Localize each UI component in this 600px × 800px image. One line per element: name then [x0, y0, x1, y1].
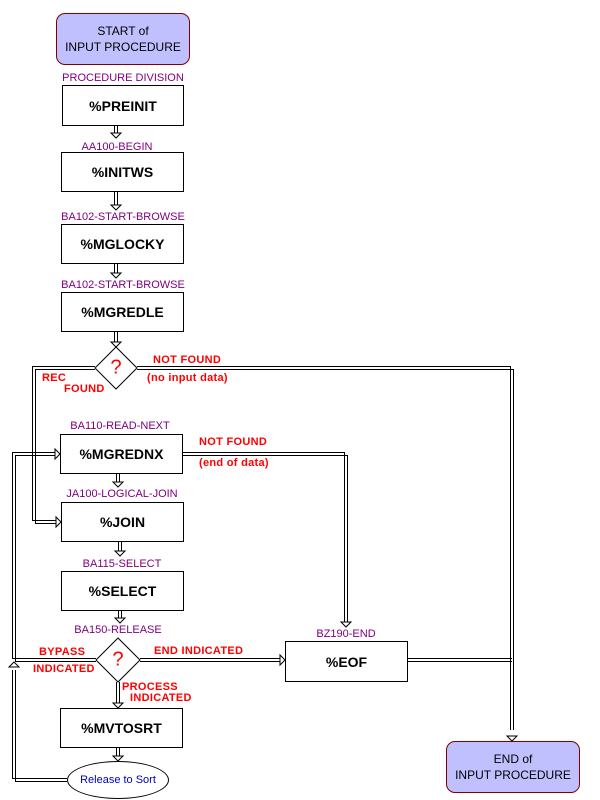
- macro-eof: %EOF: [325, 653, 368, 670]
- end-line1: END of: [493, 752, 533, 766]
- start-line2: INPUT PROCEDURE: [65, 40, 181, 54]
- line-not-found-to-end: [137, 366, 511, 730]
- start-terminal[interactable]: START of INPUT PROCEDURE: [56, 13, 190, 65]
- label-end-indicated: END INDICATED: [154, 645, 244, 657]
- line-rec-found-to-join: [32, 366, 95, 521]
- macro-mvtosrt: %MVTOSRT: [81, 720, 162, 736]
- paragraph-label-eof: BZ190-END: [316, 628, 376, 640]
- arrow-rec-found-arrowhead-icon: [55, 515, 62, 529]
- process-box-join[interactable]: %JOIN: [61, 502, 184, 542]
- label-bypass: BYPASS: [39, 646, 86, 658]
- macro-mgrednx: %MGREDNX: [79, 446, 164, 462]
- arrow-decision-mvtosrt-arrowhead-icon: [111, 702, 125, 709]
- paragraph-label-mglocky: BA102-START-BROWSE: [61, 211, 185, 223]
- arrow-select-release-arrowhead-icon: [113, 617, 127, 624]
- line-end-of-data-to-eof: [183, 452, 345, 622]
- paragraph-label-initws: AA100-BEGIN: [81, 141, 153, 153]
- question-mark-release: ?: [112, 648, 124, 671]
- process-box-mgredle[interactable]: %MGREDLE: [61, 292, 184, 332]
- label-process: PROCESS: [122, 681, 178, 693]
- arrow-read-next-arrowhead-icon: [54, 447, 61, 461]
- release-to-sort-label: Release to Sort: [80, 774, 156, 786]
- arrow-join-select-arrowhead-icon: [113, 550, 127, 557]
- paragraph-label-mgredle: BA102-START-BROWSE: [61, 279, 185, 291]
- process-box-select[interactable]: %SELECT: [61, 571, 184, 611]
- label-found: FOUND: [64, 383, 105, 395]
- label-end-of-data: (end of data): [199, 457, 269, 469]
- arrow-loop-up-arrowhead-icon: [7, 661, 21, 668]
- macro-mgredle: %MGREDLE: [81, 304, 164, 320]
- connectors: [12, 126, 514, 782]
- start-line1: START of: [97, 24, 149, 38]
- arrow-preinit-initws-arrowhead-icon: [109, 132, 123, 139]
- process-box-preinit[interactable]: %PREINIT: [62, 85, 184, 126]
- end-terminal[interactable]: END of INPUT PROCEDURE: [446, 741, 580, 793]
- paragraph-label-release: BA150-RELEASE: [74, 624, 162, 636]
- decision-diamond-read[interactable]: [94, 346, 138, 390]
- arrow-mgredle-decision-arrowhead-icon: [109, 341, 123, 348]
- line-not-found-to-end: [137, 369, 514, 730]
- process-box-mgrednx[interactable]: %MGREDNX: [60, 434, 183, 474]
- line-bypass-to-read-next: [12, 452, 96, 659]
- line-bypass-to-read-next: [15, 455, 96, 662]
- process-box-mvtosrt[interactable]: %MVTOSRT: [60, 708, 183, 748]
- end-line2: INPUT PROCEDURE: [455, 768, 571, 782]
- paragraph-label-join: JA100-LOGICAL-JOIN: [66, 488, 178, 500]
- arrow-to-end-arrowhead-icon: [505, 735, 519, 742]
- arrow-end-indicated-arrowhead-icon: [279, 653, 286, 667]
- label-no-input-data: (no input data): [147, 372, 228, 384]
- line-rec-found-to-join: [35, 369, 95, 524]
- macro-select: %SELECT: [88, 583, 157, 599]
- arrow-eof-arrowhead-icon: [339, 621, 353, 628]
- arrow-mvtosrt-oval-arrowhead-icon: [111, 755, 125, 762]
- arrow-mglocky-mgredle-arrowhead-icon: [109, 272, 123, 279]
- paragraph-label-mgrednx: BA110-READ-NEXT: [70, 420, 170, 432]
- question-mark-read: ?: [110, 356, 122, 379]
- paragraph-label-preinit: PROCEDURE DIVISION: [62, 72, 184, 84]
- label-bypass-indicated: INDICATED: [33, 663, 95, 675]
- arrow-initws-mglocky-arrowhead-icon: [109, 204, 123, 211]
- label-not-found: NOT FOUND: [153, 354, 222, 366]
- process-box-eof[interactable]: %EOF: [285, 641, 408, 682]
- macro-preinit: %PREINIT: [89, 97, 157, 114]
- line-end-of-data-to-eof: [183, 455, 348, 622]
- paragraph-label-select: BA115-SELECT: [82, 558, 162, 570]
- label-rec: REC: [42, 372, 67, 384]
- label-read-next-not-found: NOT FOUND: [199, 436, 268, 448]
- label-process-indicated: INDICATED: [130, 692, 192, 704]
- macro-initws: %INITWS: [91, 164, 154, 180]
- line-release-loop: [12, 670, 67, 779]
- decision-diamond-release[interactable]: [95, 637, 141, 683]
- macro-mglocky: %MGLOCKY: [80, 236, 165, 252]
- release-to-sort-oval[interactable]: Release to Sort: [67, 761, 169, 799]
- arrowheads: [7, 132, 519, 762]
- line-release-loop: [15, 670, 67, 782]
- macro-join: %JOIN: [99, 514, 146, 530]
- process-box-initws[interactable]: %INITWS: [61, 152, 184, 192]
- arrow-mgrednx-join-arrowhead-icon: [111, 481, 125, 488]
- process-box-mglocky[interactable]: %MGLOCKY: [61, 224, 184, 264]
